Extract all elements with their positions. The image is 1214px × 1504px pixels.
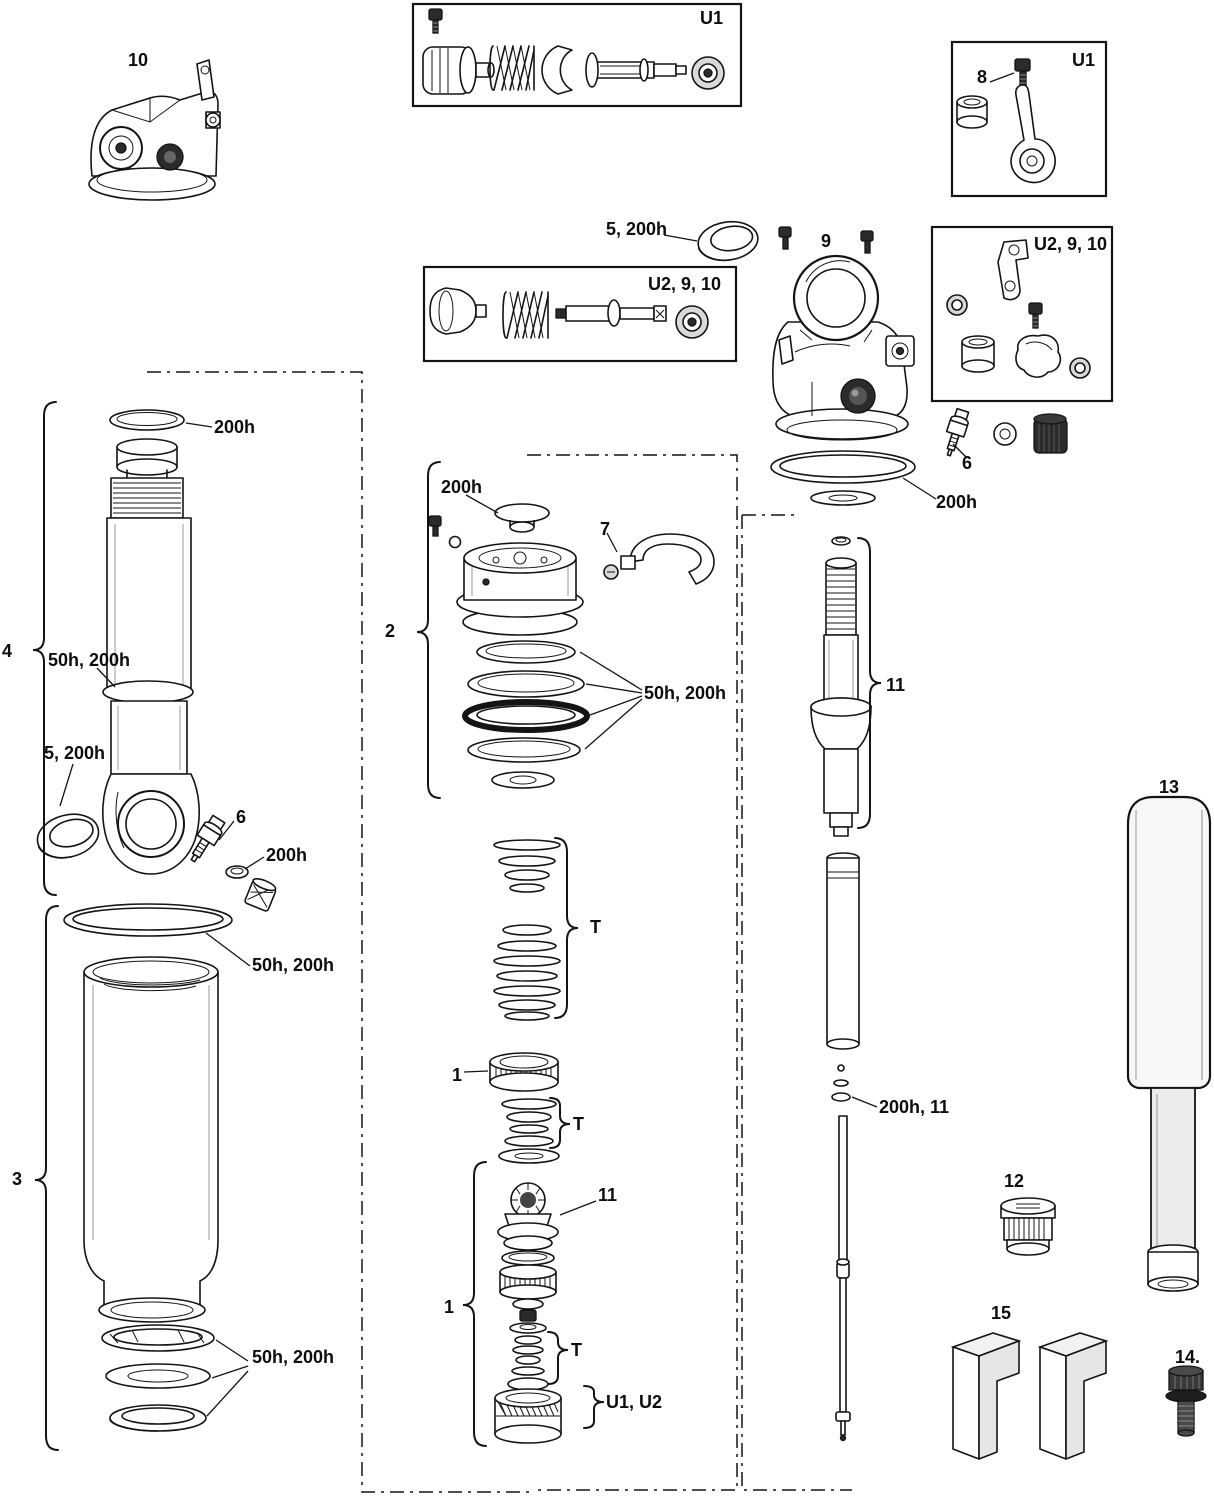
label-part-15: 15 — [991, 1303, 1012, 1323]
dash-dot-boundaries — [147, 371, 852, 1493]
bushing — [956, 95, 988, 129]
coil-spring — [502, 291, 549, 339]
group-2-air-piston — [428, 503, 584, 636]
label-part-10: 10 — [128, 50, 149, 70]
label-part-1-piston: 1 — [452, 1065, 463, 1085]
u1-top-kit-parts — [422, 8, 725, 95]
group-1-rebound-assembly — [494, 1182, 562, 1444]
label-part-9: 9 — [821, 231, 832, 251]
label-part-8: 8 — [977, 67, 988, 87]
bushing-5-200h-top — [697, 220, 759, 262]
brace-t3 — [547, 1331, 569, 1385]
valve-6-right — [945, 407, 970, 457]
label-part-14: 14. — [1175, 1347, 1201, 1367]
brace-group-1 — [462, 1161, 487, 1447]
label-part-3: 3 — [12, 1169, 23, 1189]
part-7-band-clamp — [603, 533, 715, 585]
label-shim-t3: T — [571, 1340, 582, 1360]
part-4-damper-body — [102, 409, 200, 875]
u2-9-10-right-parts — [946, 239, 1091, 379]
label-u1-top: U1 — [700, 8, 724, 28]
label-u2-9-10-right: U2, 9, 10 — [1034, 234, 1108, 254]
label-part-4: 4 — [2, 641, 13, 661]
label-part-12: 12 — [1004, 1171, 1025, 1191]
can-bottom-seals-50h-200h — [101, 1324, 215, 1432]
u2-9-10-center-box — [422, 265, 738, 363]
label-shaft-200h-top: 200h — [214, 417, 256, 437]
u1-right-kit-parts — [956, 58, 1056, 184]
label-part-7: 7 — [600, 519, 611, 539]
brace-u1-u2 — [583, 1385, 605, 1429]
valve-cap — [1033, 413, 1068, 454]
damper-shaft — [585, 52, 687, 88]
u1-top-box — [411, 2, 743, 108]
u1-right-box — [950, 40, 1108, 198]
set-screw-icon — [428, 8, 443, 21]
part-15-mount-blocks — [950, 1332, 1109, 1460]
valve-washer — [993, 422, 1017, 446]
label-shim-t1: T — [590, 917, 601, 937]
oring-200h-small-left — [225, 865, 249, 879]
part-11-shaft-assembly — [810, 536, 872, 1442]
label-oring-200h-right: 200h — [936, 492, 978, 512]
leader-lines — [59, 72, 1015, 1417]
label-can-50h-200h-bottom: 50h, 200h — [252, 1347, 335, 1367]
mid-seal-50h-200h — [102, 680, 194, 704]
part-9-shock-body — [772, 226, 915, 441]
label-group-2-200h: 200h — [441, 477, 483, 497]
label-u1-u2: U1, U2 — [606, 1392, 663, 1412]
part-10-head-assembly — [88, 59, 221, 201]
brace-t1 — [554, 837, 579, 1019]
group-braces — [32, 401, 882, 1451]
brace-part-4 — [32, 401, 57, 896]
label-can-50h-200h-top: 50h, 200h — [252, 955, 335, 975]
brace-part-2 — [416, 461, 441, 799]
u2-9-10-right-box — [930, 225, 1114, 403]
label-shim-t2: T — [573, 1114, 584, 1134]
kit-boxes — [411, 2, 1114, 403]
label-part-2: 2 — [385, 621, 396, 641]
lever-bolt-icon — [1014, 58, 1031, 72]
brace-t2 — [549, 1097, 571, 1149]
label-rod-200h-11: 200h, 11 — [879, 1097, 950, 1117]
shim-stack-t1 — [493, 839, 561, 1021]
u2-9-10-center-parts — [429, 287, 709, 339]
label-oring-200h-left: 200h — [266, 845, 308, 865]
label-u2-9-10-center: U2, 9, 10 — [648, 274, 722, 294]
group-2-seal-rings-50h-200h — [462, 640, 590, 789]
part-13-shock-body — [1126, 795, 1212, 1292]
label-part-11-shaft: 11 — [886, 675, 906, 695]
part-1-piston — [489, 1052, 559, 1092]
valve-cap-left — [244, 878, 277, 912]
coil-spring — [489, 45, 535, 91]
adjuster-shaft — [555, 299, 667, 327]
bushing-5-200h-left — [36, 813, 100, 859]
label-bushing-5-200h-top: 5, 200h — [606, 219, 668, 239]
label-part-13: 13 — [1159, 777, 1180, 797]
bushing — [961, 335, 995, 373]
label-part-1-group: 1 — [444, 1297, 455, 1317]
valve-6-left — [190, 814, 226, 863]
label-bushing-5-200h-left: 5, 200h — [44, 743, 106, 763]
rod-seal-200h-11 — [831, 1092, 851, 1102]
label-part-6-left: 6 — [236, 807, 247, 827]
shim-stack-t2 — [498, 1098, 560, 1164]
part-14-bolt — [1165, 1365, 1207, 1437]
label-seal-50h-200h-left: 50h, 200h — [48, 650, 131, 670]
part-3-air-can — [63, 903, 233, 1323]
label-part-6-right: 6 — [962, 453, 973, 473]
brace-part-3 — [34, 905, 59, 1451]
part-12-coupler — [1000, 1197, 1056, 1256]
clamp-shell — [541, 45, 573, 95]
label-u1-right: U1 — [1072, 50, 1096, 70]
remote-lever — [1010, 84, 1056, 184]
step-bracket — [997, 239, 1029, 301]
wing-knob — [1015, 334, 1062, 378]
oring-200h-right — [770, 450, 916, 506]
label-rings-50h-200h: 50h, 200h — [644, 683, 727, 703]
label-part-11-piston: 11 — [598, 1185, 618, 1205]
brace-part-11 — [857, 537, 882, 829]
